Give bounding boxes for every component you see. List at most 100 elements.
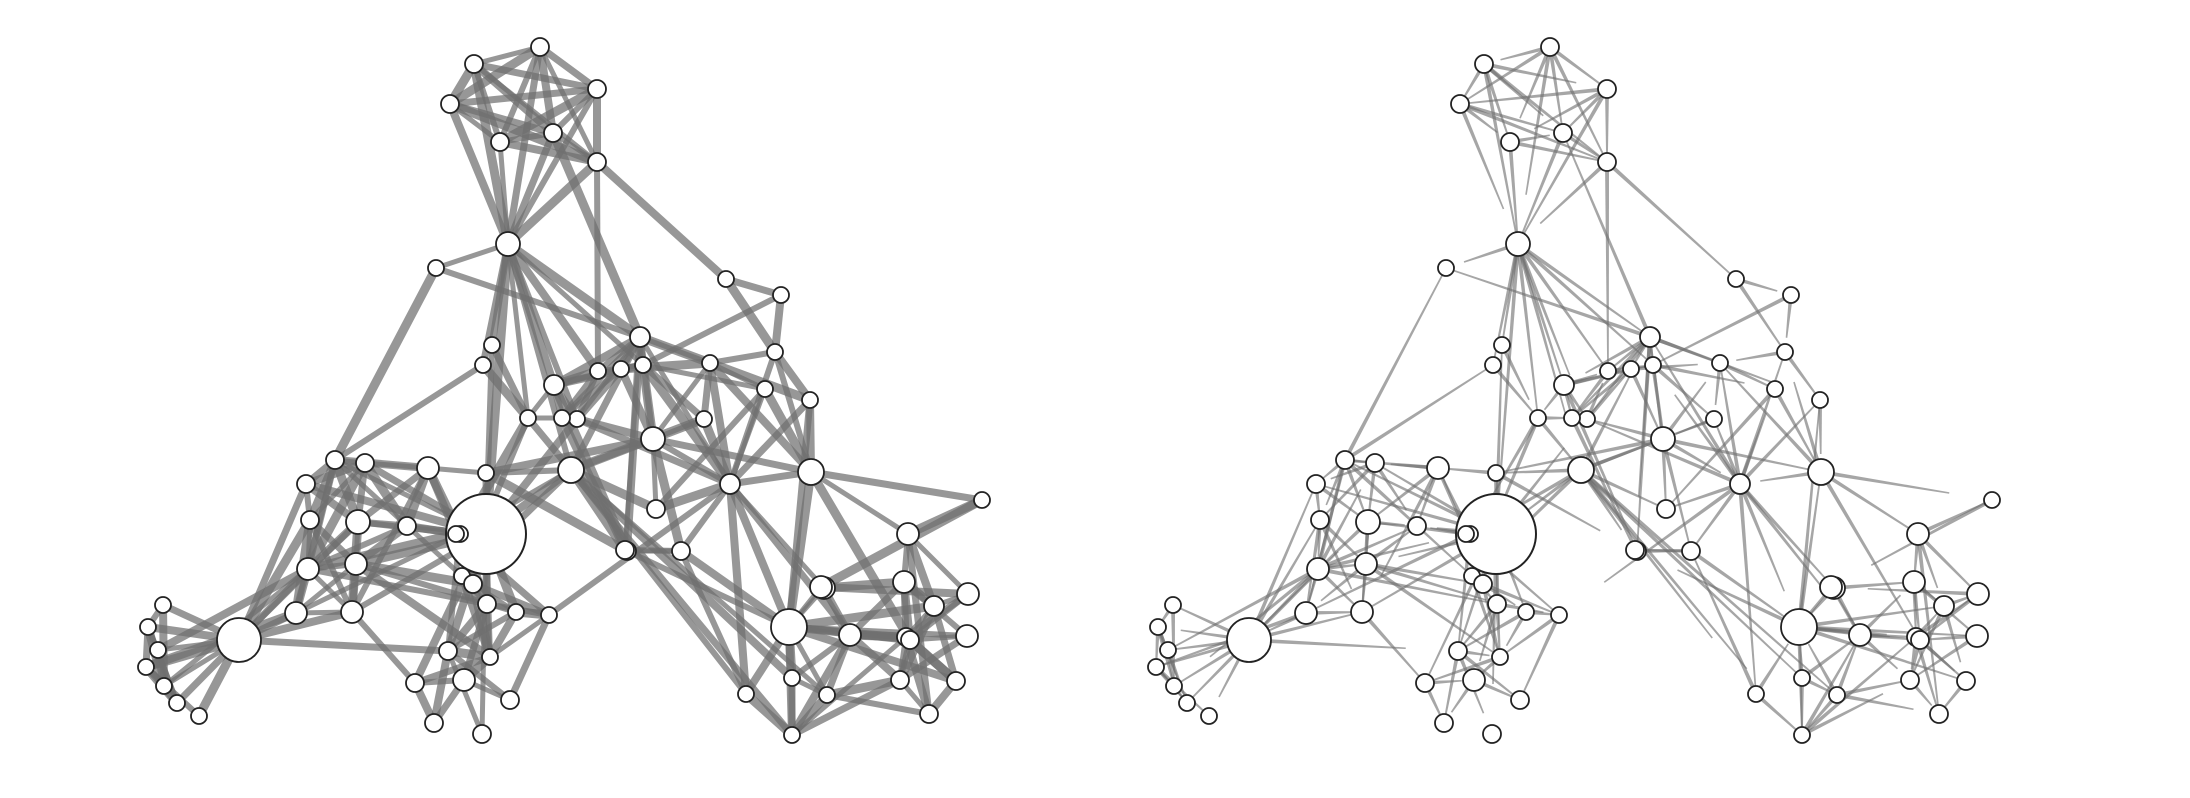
edge — [1247, 483, 1317, 641]
edge — [1677, 569, 1800, 629]
node — [1306, 557, 1330, 581]
edge — [1603, 482, 1742, 583]
node — [719, 473, 741, 495]
edge — [1483, 62, 1577, 84]
node — [1597, 79, 1617, 99]
node — [646, 499, 666, 519]
edge — [1690, 482, 1742, 552]
node — [1407, 516, 1427, 536]
edge — [699, 414, 735, 489]
node — [615, 540, 635, 560]
node — [474, 356, 492, 374]
node — [1956, 671, 1976, 691]
edge — [469, 59, 513, 249]
edge — [1443, 650, 1460, 724]
edge — [1367, 462, 1377, 523]
node — [1149, 618, 1167, 636]
node — [1493, 336, 1511, 354]
edge — [1760, 470, 1822, 482]
edge — [446, 100, 512, 248]
edge — [1316, 489, 1362, 570]
edge — [1548, 46, 1564, 134]
edge — [640, 362, 768, 392]
edge — [568, 467, 830, 698]
node-layer — [1147, 37, 2001, 744]
edge — [1801, 693, 1884, 737]
edge — [1423, 682, 1445, 724]
node — [490, 132, 510, 152]
edge — [1314, 482, 1369, 523]
edge — [1738, 412, 1768, 485]
edge — [1585, 382, 1604, 420]
node — [1505, 231, 1531, 257]
node — [1747, 685, 1765, 703]
edge — [721, 274, 780, 357]
edge — [1579, 468, 1838, 696]
node — [1567, 456, 1595, 484]
node — [1482, 724, 1502, 744]
node — [1434, 713, 1454, 733]
node — [500, 690, 520, 710]
edge — [305, 523, 410, 572]
node — [1226, 617, 1272, 663]
edge — [1519, 614, 1561, 701]
edge — [497, 139, 511, 247]
node — [1415, 673, 1435, 693]
edge — [1819, 470, 1921, 641]
node — [589, 362, 607, 380]
edge — [1457, 610, 1527, 652]
node — [507, 603, 525, 621]
edge — [1167, 567, 1319, 651]
node — [1294, 601, 1318, 625]
edge — [1918, 638, 1956, 672]
edge — [726, 480, 750, 698]
node — [1650, 426, 1676, 452]
edge — [445, 648, 485, 737]
edge — [548, 128, 645, 342]
node — [557, 456, 585, 484]
node — [1966, 582, 1990, 606]
node — [139, 618, 157, 636]
edge — [649, 435, 815, 476]
edge — [1738, 399, 1821, 486]
edge — [1486, 416, 1540, 506]
node — [1782, 286, 1800, 304]
edge — [1783, 350, 1821, 401]
edge — [1719, 362, 1823, 474]
node — [1306, 474, 1326, 494]
edge — [550, 333, 644, 389]
edge — [1458, 102, 1498, 134]
node — [818, 686, 836, 704]
node — [445, 493, 527, 575]
edge — [1500, 344, 1530, 401]
node — [1540, 37, 1560, 57]
node — [1335, 450, 1355, 470]
edge — [1562, 132, 1652, 338]
edge — [1674, 394, 1742, 486]
node — [801, 391, 819, 409]
node — [397, 516, 417, 536]
node — [472, 724, 492, 744]
edge — [1517, 132, 1565, 245]
edge — [330, 263, 441, 465]
edge — [905, 531, 971, 597]
node — [190, 707, 208, 725]
node — [1766, 380, 1784, 398]
edge — [505, 86, 600, 247]
edge — [1463, 242, 1519, 263]
edge — [1585, 335, 1651, 374]
edge — [594, 159, 601, 374]
edge — [1819, 470, 1919, 535]
edge — [1458, 103, 1505, 210]
node — [345, 509, 371, 535]
node — [1448, 641, 1468, 661]
node — [955, 624, 979, 648]
node — [900, 630, 920, 650]
edge — [1797, 471, 1822, 628]
node — [1639, 326, 1661, 348]
edge — [1916, 533, 1939, 589]
edge — [1364, 525, 1418, 566]
node — [1165, 677, 1183, 695]
edge — [788, 676, 904, 739]
